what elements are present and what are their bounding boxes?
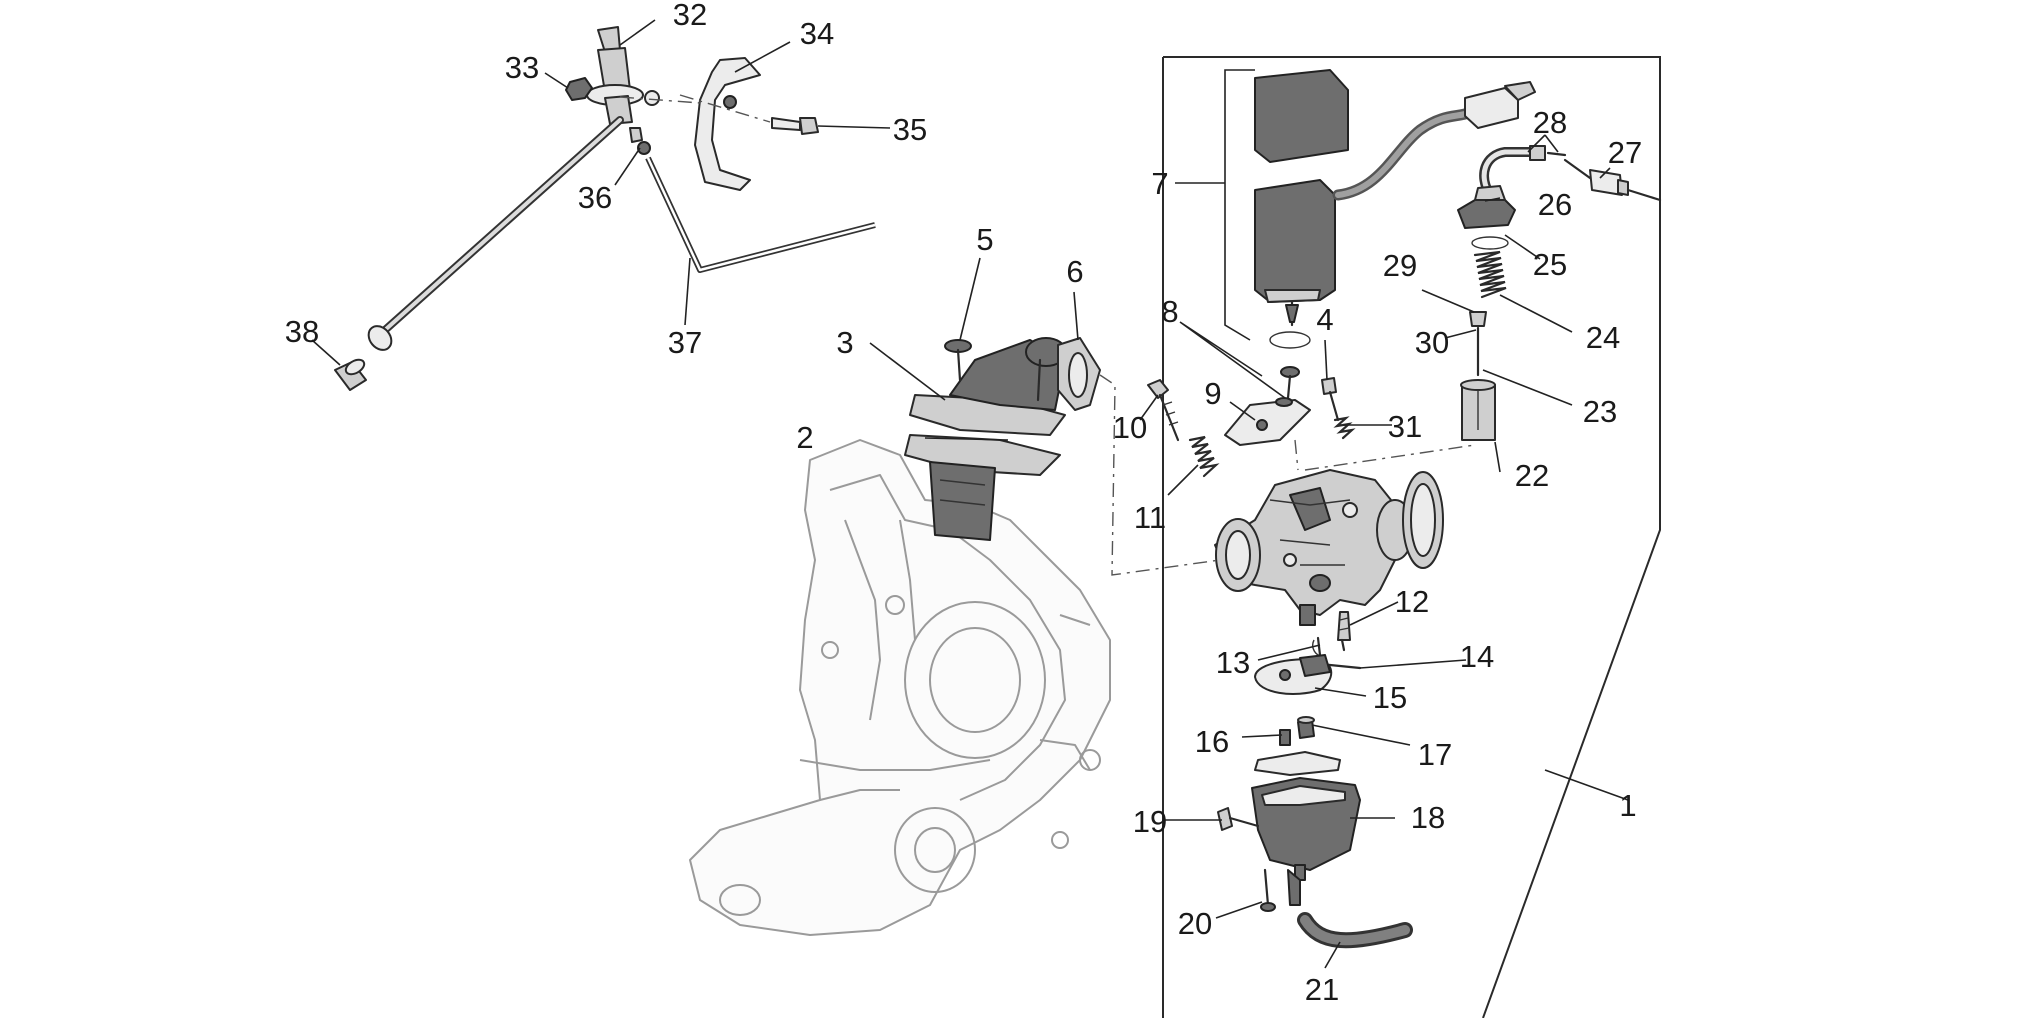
fitting-38 [334, 358, 367, 391]
leader-lines [311, 19, 1629, 969]
screw-5b [1036, 358, 1042, 402]
plate-9 [1224, 366, 1311, 446]
spring-11 [1188, 435, 1220, 478]
float-15 [1254, 654, 1333, 695]
callout-26: 26 [1538, 187, 1572, 222]
callout-19: 19 [1133, 804, 1167, 839]
callout-labels: 1 2 3 4 5 6 7 8 9 10 11 12 13 14 15 16 1… [285, 0, 1642, 1007]
drain-hose-21 [1297, 912, 1413, 949]
bowl-screw-20 [1260, 868, 1276, 912]
callout-4: 4 [1316, 302, 1333, 337]
callout-16: 16 [1195, 724, 1229, 759]
callout-2: 2 [796, 420, 813, 455]
callout-38: 38 [285, 314, 319, 349]
callout-31: 31 [1388, 409, 1422, 444]
nut-33 [565, 77, 593, 101]
callout-24: 24 [1586, 320, 1620, 355]
idle-screw-10 [1147, 379, 1180, 442]
carburetor-body [1214, 469, 1414, 626]
mixture-screw-4 [1321, 377, 1356, 440]
callout-1: 1 [1619, 788, 1636, 823]
callout-25: 25 [1533, 247, 1567, 282]
callout-30: 30 [1415, 325, 1449, 360]
throttle-cable-27 [1563, 158, 1662, 202]
callout-22: 22 [1515, 458, 1549, 493]
callout-14: 14 [1460, 639, 1494, 674]
callout-33: 33 [505, 50, 539, 85]
callout-5: 5 [976, 222, 993, 257]
assembly-frame [1162, 56, 1661, 1018]
callout-17: 17 [1418, 737, 1452, 772]
callout-9: 9 [1204, 376, 1221, 411]
callout-32: 32 [673, 0, 707, 32]
callout-21: 21 [1305, 972, 1339, 1007]
screw-5 [944, 339, 972, 382]
throttle-spring-24 [1473, 250, 1507, 299]
speedo-drive-32 [586, 26, 660, 125]
throttle-slide-22 [1460, 379, 1496, 441]
callout-28: 28 [1533, 105, 1567, 140]
mixing-chamber-cap-25 [1457, 185, 1516, 250]
callout-36: 36 [578, 180, 612, 215]
callout-6: 6 [1066, 254, 1083, 289]
callout-18: 18 [1411, 800, 1445, 835]
callout-20: 20 [1178, 906, 1212, 941]
callout-13: 13 [1216, 645, 1250, 680]
jets-16-17 [1279, 716, 1315, 746]
callout-35: 35 [893, 112, 927, 147]
carb-flange-gasket [1402, 471, 1444, 569]
reed-valve-gasket [904, 434, 1061, 541]
callout-15: 15 [1373, 680, 1407, 715]
cable-36-38 [367, 116, 651, 351]
crankcase-outline [689, 439, 1111, 936]
intake-manifold [909, 337, 1067, 436]
callout-3: 3 [836, 325, 853, 360]
callout-34: 34 [800, 16, 834, 51]
electric-choke-7 [1254, 69, 1536, 349]
bracket-34 [694, 57, 761, 191]
callout-7: 7 [1151, 166, 1168, 201]
callout-12: 12 [1395, 584, 1429, 619]
callout-23: 23 [1583, 394, 1617, 429]
bolt-35 [771, 117, 819, 135]
assembly-axis-lines [619, 94, 1476, 576]
needle-clip-29-30 [1469, 311, 1487, 377]
callout-11: 11 [1134, 500, 1166, 535]
callout-8: 8 [1161, 294, 1178, 329]
intake-gasket-6 [1057, 337, 1101, 411]
callout-29: 29 [1383, 248, 1417, 283]
needle-valve-12-13 [1312, 611, 1351, 657]
callout-27: 27 [1608, 135, 1642, 170]
callout-37: 37 [668, 325, 702, 360]
drain-screw-19 [1217, 807, 1260, 831]
float-bowl-18 [1251, 751, 1361, 906]
callout-10: 10 [1113, 410, 1147, 445]
brake-line-37 [645, 156, 876, 273]
